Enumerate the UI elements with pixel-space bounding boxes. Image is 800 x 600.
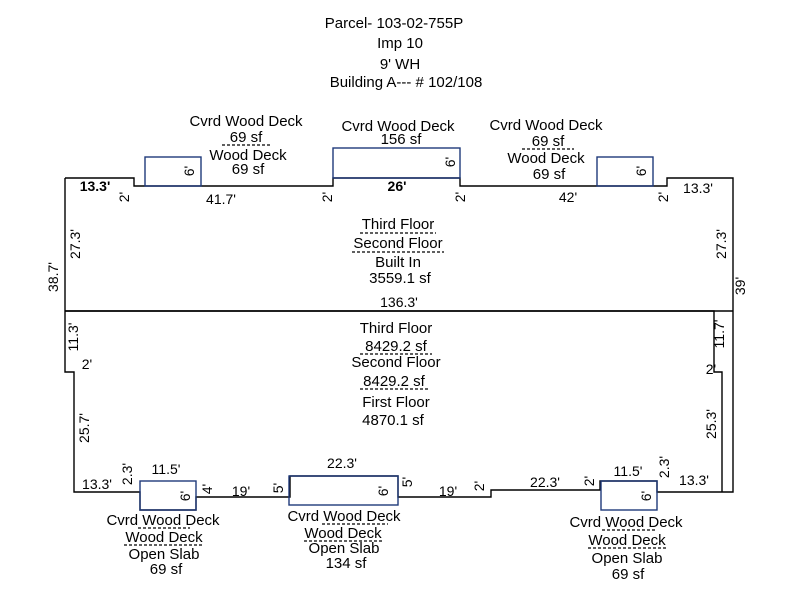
dim-top-left-step: 2' [116,192,132,202]
top-right-deck-line4: 69 sf [533,166,566,183]
wall-height-label: 9' WH [380,56,420,73]
top-right-deck-line2: 69 sf [532,133,565,150]
lower-area-second-floor: 8429.2 sf [363,373,426,390]
bottom-left-deck-width: 11.5' [152,461,181,477]
bottom-center-deck-labels: 22.3' 6' Cvrd Wood Deck Wood Deck Open S… [287,455,401,572]
bottom-left-deck [139,480,197,511]
upper-area: 3559.1 sf [369,270,432,287]
bottom-right-deck-width: 11.5' [614,463,643,479]
dim-bottom-left-end: 13.3' [82,476,112,492]
bottom-left-deck-line2: Wood Deck [125,529,203,546]
bottom-right-deck-labels: 11.5' 6' Cvrd Wood Deck Wood Deck Open S… [569,463,683,583]
bottom-left-deck-depth: 6' [177,491,193,501]
top-center-deck-labels: Cvrd Wood Deck 156 sf 6' 26' [341,118,458,194]
bottom-center-deck-line4: 134 sf [326,555,368,572]
upper-label-built-in: Built In [375,254,421,271]
top-right-deck-line3: Wood Deck [507,150,585,167]
upper-label-third-floor: Third Floor [362,216,435,233]
lower-label-second-floor: Second Floor [351,354,440,371]
dim-top-center-left-step: 2' [319,192,335,202]
top-left-deck-line1: Cvrd Wood Deck [189,113,303,130]
upper-section-labels: Third Floor Second Floor Built In 3559.1… [352,216,444,287]
building-label: Building A--- # 102/108 [330,74,483,91]
top-left-deck-depth: 6' [181,166,197,176]
top-center-deck-line2: 156 sf [381,131,423,148]
bottom-left-deck-line1: Cvrd Wood Deck [106,512,220,529]
dim-right-lower-bottom: 25.3' [703,409,719,439]
dim-bottom-right-run: 19' [439,483,457,499]
dim-bottom-center-right-step: 5' [399,477,415,487]
lower-section-labels: Third Floor 8429.2 sf Second Floor 8429.… [351,320,440,429]
bottom-right-deck [600,480,658,511]
bottom-center-deck-line2: Wood Deck [304,525,382,542]
bottom-right-deck-line4: 69 sf [612,566,645,583]
imp-label: Imp 10 [377,35,423,52]
lower-area-third-floor: 8429.2 sf [365,338,428,355]
bottom-left-deck-labels: 11.5' 6' Cvrd Wood Deck Wood Deck Open S… [106,461,220,578]
bottom-left-deck-line4: 69 sf [150,561,183,578]
header: Parcel- 103-02-755P Imp 10 9' WH Buildin… [325,15,483,91]
bottom-right-deck-line1: Cvrd Wood Deck [569,514,683,531]
top-right-deck-depth: 6' [633,166,649,176]
dim-right-lower-top: 11.7' [711,320,727,349]
dim-left-lower-step: 2' [82,356,92,372]
dim-top-right-run: 42' [559,189,577,205]
dim-bottom-left-step2: 4' [199,484,215,494]
top-left-deck-line3: Wood Deck [209,147,287,164]
bottom-right-deck-depth: 6' [638,491,654,501]
dim-bottom-left-run: 19' [232,483,250,499]
dim-left-lower-bottom: 25.7' [76,413,92,443]
dim-left-lower-top: 11.3' [65,323,81,352]
bottom-center-deck-line1: Cvrd Wood Deck [287,508,401,525]
top-right-deck [596,156,654,187]
dim-mid-width: 136.3' [380,294,418,310]
top-left-deck-line2: 69 sf [230,129,263,146]
top-center-deck-width: 26' [388,178,407,194]
bottom-left-deck-line3: Open Slab [129,546,200,563]
lower-area-first-floor: 4870.1 sf [362,412,425,429]
dim-bottom-left-step: 2.3' [119,463,135,485]
top-left-deck [144,156,202,187]
bottom-center-deck-line3: Open Slab [309,540,380,557]
dim-top-right-end: 13.3' [683,180,713,196]
bottom-right-deck-line2: Wood Deck [588,532,666,549]
top-center-deck [332,147,461,179]
bottom-center-deck-width: 22.3' [327,455,357,471]
dim-bottom-right-step3: 2.3' [656,456,672,478]
dim-right-total: 39' [732,277,748,295]
top-right-deck-labels: Cvrd Wood Deck 69 sf Wood Deck 69 sf 6' [489,117,649,183]
dim-left-upper: 27.3' [67,229,83,259]
upper-label-second-floor: Second Floor [353,235,442,252]
dim-right-upper: 27.3' [713,229,729,259]
lower-label-first-floor: First Floor [362,394,430,411]
dim-bottom-right-step: 2' [471,481,487,491]
dim-top-center-right-step: 2' [452,192,468,202]
dim-bottom-right-end: 13.3' [679,472,709,488]
bottom-center-deck [288,475,399,506]
top-center-deck-line1: Cvrd Wood Deck [341,118,455,135]
top-right-deck-line1: Cvrd Wood Deck [489,117,603,134]
top-left-deck-line4: 69 sf [232,161,265,178]
top-left-deck-labels: Cvrd Wood Deck 69 sf Wood Deck 69 sf 6' [181,113,303,178]
bottom-center-deck-depth: 6' [375,486,391,496]
dim-bottom-center-left-step: 5' [270,483,286,493]
dimension-labels: 13.3' 2' 41.7' 2' 2' 42' 2' 13.3' 27.3' … [45,178,748,499]
lower-label-third-floor: Third Floor [360,320,433,337]
dim-bottom-right-step2: 2' [581,476,597,486]
dim-bottom-right-run2: 22.3' [530,474,560,490]
bottom-right-deck-line3: Open Slab [592,550,663,567]
dim-left-total: 38.7' [45,262,61,292]
dim-right-lower-step: 2' [706,361,716,377]
dim-top-left-run: 41.7' [206,191,236,207]
parcel-label: Parcel- 103-02-755P [325,15,463,32]
top-center-deck-depth: 6' [442,157,458,167]
dim-top-right-step: 2' [655,192,671,202]
dim-top-left-end: 13.3' [80,178,111,194]
